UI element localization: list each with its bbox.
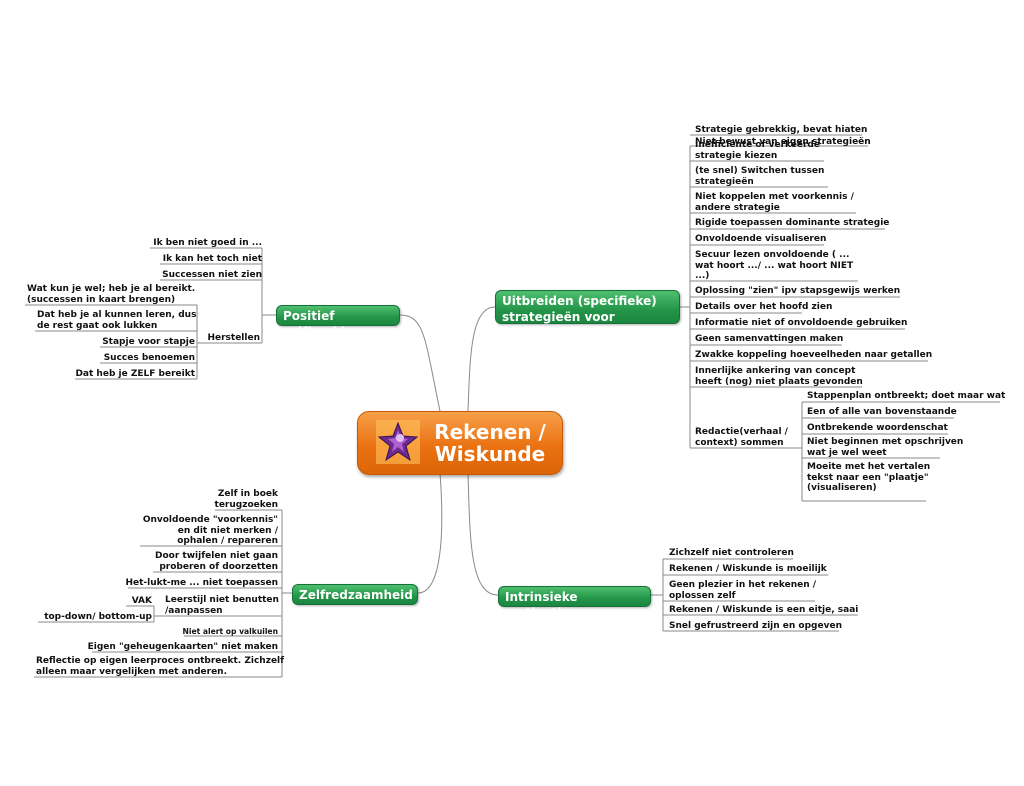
topic-positief-zelfbeeld[interactable]: Positief zelfbeeld <box>276 305 400 339</box>
topic-intrinsieke-motivatie[interactable]: Intrinsieke motivatie <box>498 586 651 620</box>
subtopic[interactable]: Dat heb je al kunnen leren, dus de rest … <box>37 310 197 331</box>
subtopic[interactable]: Innerlijke ankering van concept heeft (n… <box>695 366 863 387</box>
subtopic[interactable]: Onvoldoende visualiseren <box>695 234 827 244</box>
subtopic[interactable]: Zichzelf niet controleren <box>669 548 794 558</box>
subtopic[interactable]: Oplossing "zien" ipv stapsgewijs werken <box>695 286 901 296</box>
subtopic[interactable]: Een of alle van bovenstaande <box>807 407 957 417</box>
subtopic[interactable]: Niet koppelen met voorkennis / andere st… <box>695 192 854 213</box>
subtopic[interactable]: Reflectie op eigen leerproces ontbreekt.… <box>36 656 285 677</box>
subtopic[interactable]: Succes benoemen <box>103 353 195 363</box>
subtopic[interactable]: Dat heb je ZELF bereikt <box>75 369 195 379</box>
subtopic[interactable]: Informatie niet of onvoldoende gebruiken <box>695 318 908 328</box>
subtopic[interactable]: Moeite met het vertalen tekst naar een "… <box>807 462 931 493</box>
subtopic[interactable]: Niet bewust van eigen strategieën <box>695 137 871 147</box>
subtopic[interactable]: Rekenen / Wiskunde is moeilijk <box>669 564 827 574</box>
subtopic[interactable]: Rigide toepassen dominante strategie <box>695 218 890 228</box>
subtopic[interactable]: Stappenplan ontbreekt; doet maar wat <box>807 391 1006 401</box>
subtopic[interactable]: Niet beginnen met opschrijven wat je wel… <box>807 437 964 458</box>
subtopic[interactable]: Ik ben niet goed in ... <box>153 238 262 248</box>
subtopic[interactable]: Geen samenvattingen maken <box>695 334 844 344</box>
central-topic[interactable]: Rekenen / Wiskunde <box>357 411 563 475</box>
subtopic[interactable]: Inefficiënte of verkeerde strategie kiez… <box>695 140 820 161</box>
link-intrinsiek <box>467 472 499 596</box>
subtopic[interactable]: Ik kan het toch niet <box>162 254 262 264</box>
subtopic[interactable]: Ontbrekende woordenschat <box>807 423 948 433</box>
central-topic-title: Rekenen / Wiskunde <box>434 420 546 466</box>
subtopic[interactable]: Onvoldoende "voorkennis" en dit niet mer… <box>142 515 278 546</box>
subtopic[interactable]: Het-lukt-me ... niet toepassen <box>125 578 278 588</box>
subtopic[interactable]: Geen plezier in het rekenen / oplossen z… <box>669 580 817 601</box>
subtopic[interactable]: Niet alert op valkuilen <box>182 627 278 636</box>
subtopic[interactable]: VAK <box>131 596 152 606</box>
subtopic[interactable]: Stapje voor stapje <box>102 337 195 347</box>
subtopic[interactable]: Zelf in boek terugzoeken <box>214 489 278 510</box>
topic-zelfredzaamheid[interactable]: Zelfredzaamheid <box>292 584 418 605</box>
link-zelfredzaamheid <box>417 472 443 594</box>
subtopic[interactable]: Strategie gebrekkig, bevat hiaten <box>695 125 868 135</box>
subtopic-leerstijl[interactable]: Leerstijl niet benutten /aanpassen <box>165 595 279 616</box>
link-uitbreiden <box>467 306 496 412</box>
subtopic-herstellen[interactable]: Herstellen <box>207 333 260 343</box>
subtopic[interactable]: Zwakke koppeling hoeveelheden naar getal… <box>695 350 933 360</box>
subtopic[interactable]: Snel gefrustreerd zijn en opgeven <box>669 621 842 631</box>
subtopic[interactable]: Eigen "geheugenkaarten" niet maken <box>87 642 278 652</box>
subtopic[interactable]: Wat kun je wel; heb je al bereikt. (succ… <box>27 284 196 305</box>
subtopic[interactable]: top-down/ bottom-up <box>44 612 152 622</box>
subtopic[interactable]: (te snel) Switchen tussen strategieën <box>695 166 825 187</box>
subtopic[interactable]: Secuur lezen onvoldoende ( ... wat hoort… <box>695 250 854 281</box>
subtopic[interactable]: Rekenen / Wiskunde is een eitje, saai <box>669 605 859 615</box>
subtopic[interactable]: Details over het hoofd zien <box>695 302 833 312</box>
subtopic-redactie[interactable]: Redactie(verhaal / context) sommen <box>695 427 788 448</box>
subtopic[interactable]: Door twijfelen niet gaan proberen of doo… <box>155 551 278 572</box>
topic-uitbreiden-strategieen[interactable]: Uitbreiden (specifieke) strategieën voor <box>495 290 680 324</box>
link-positief <box>399 314 441 412</box>
purple-star-logo-icon <box>376 420 420 464</box>
subtopic[interactable]: Successen niet zien <box>162 270 262 280</box>
